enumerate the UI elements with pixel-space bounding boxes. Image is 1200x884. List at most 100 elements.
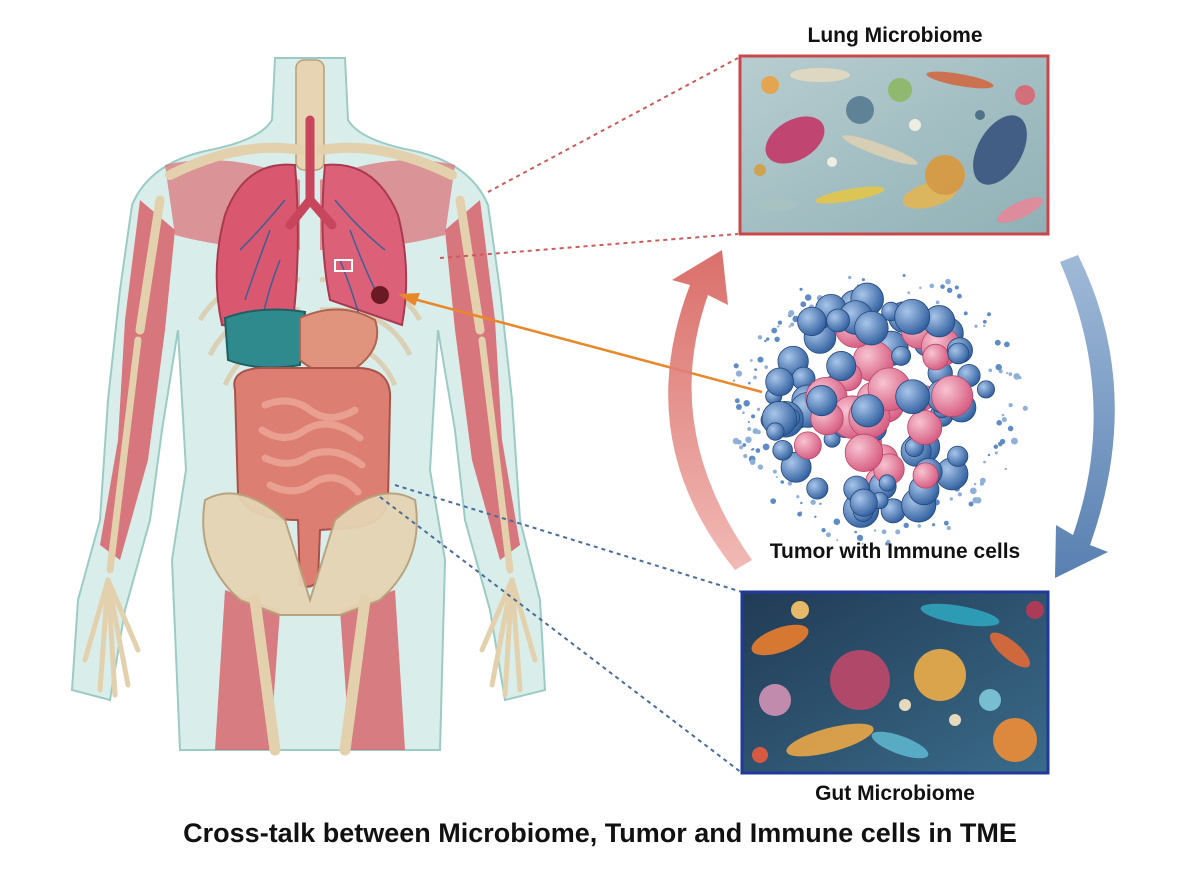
immune-cell <box>765 367 794 397</box>
right-humerus <box>455 195 485 335</box>
halo-particle <box>788 310 795 317</box>
clavicle-left <box>165 142 305 180</box>
lung-tumor-spot <box>371 286 389 304</box>
halo-particle <box>957 492 963 497</box>
halo-particle <box>1010 437 1018 445</box>
halo-particle <box>810 499 816 505</box>
halo-particle <box>1006 372 1009 375</box>
halo-particle <box>993 444 999 449</box>
tumor-to-lung-arrow <box>398 293 763 394</box>
halo-particle <box>749 459 756 466</box>
halo-particle <box>856 534 864 542</box>
halo-particle <box>946 525 951 531</box>
immune-cell <box>806 477 829 500</box>
halo-particle <box>774 336 780 343</box>
halo-particle <box>771 327 778 334</box>
halo-particle <box>804 294 812 301</box>
lung-microbiome-image <box>738 54 1050 236</box>
halo-particle <box>743 400 750 407</box>
halo-particle <box>752 428 759 435</box>
halo-particle <box>1018 376 1022 380</box>
halo-particle <box>995 363 1002 371</box>
halo-particle <box>732 437 740 445</box>
connector-lines <box>379 57 743 774</box>
halo-particle <box>819 502 822 505</box>
halo-particle <box>907 291 911 295</box>
halo-particle <box>979 477 986 484</box>
halo-particle <box>968 501 974 507</box>
halo-particle <box>757 335 763 340</box>
halo-particle <box>777 320 783 325</box>
halo-particle <box>735 403 742 410</box>
halo-particle <box>788 325 791 328</box>
halo-particle <box>917 524 922 528</box>
halo-particle <box>743 453 748 459</box>
halo-particle <box>972 497 979 504</box>
halo-particle <box>799 287 803 291</box>
halo-particle <box>762 443 770 451</box>
halo-particle <box>825 532 831 538</box>
halo-particle <box>750 448 754 451</box>
right-forearm <box>478 336 514 574</box>
small-intestine <box>258 397 366 496</box>
halo-particle <box>747 421 750 424</box>
halo-particle <box>756 407 761 411</box>
halo-particle <box>775 476 778 479</box>
immune-cell <box>826 308 850 333</box>
immune-cell <box>947 342 970 365</box>
halo-particle <box>777 325 780 328</box>
blue-cycle-arrow <box>1055 255 1115 578</box>
clavicle-right <box>317 142 457 180</box>
halo-particle <box>983 460 986 464</box>
immune-cell <box>851 394 885 428</box>
halo-particle <box>873 529 877 532</box>
halo-particle <box>800 501 803 505</box>
left-hand <box>82 577 141 698</box>
halo-particle <box>987 312 991 317</box>
halo-particle <box>814 515 817 518</box>
halo-particle <box>963 311 968 316</box>
gut-microbiome-label: Gut Microbiome <box>815 782 975 805</box>
halo-particle <box>1001 417 1007 423</box>
halo-particle <box>1022 405 1028 411</box>
lung-microbiome-label: Lung Microbiome <box>807 24 983 47</box>
halo-particle <box>973 482 977 486</box>
immune-cell <box>891 346 912 366</box>
halo-particle <box>848 275 852 280</box>
halo-particle <box>988 368 993 373</box>
halo-particle <box>797 511 802 517</box>
immune-cell <box>826 351 857 382</box>
gut-frame <box>740 590 1050 775</box>
right-femur <box>339 594 371 756</box>
halo-particle <box>751 414 756 419</box>
halo-particle <box>919 286 922 290</box>
halo-particle <box>754 368 758 371</box>
halo-particle <box>739 445 744 450</box>
halo-particle <box>748 381 751 385</box>
halo-particle <box>987 453 991 457</box>
halo-particle <box>821 527 826 533</box>
figure-caption: Cross-talk between Microbiome, Tumor and… <box>183 818 1017 848</box>
gut-microbiome-image <box>740 590 1050 775</box>
halo-particle <box>1004 467 1007 471</box>
halo-particle <box>1008 402 1013 408</box>
tumor-cell <box>931 375 974 418</box>
halo-particle <box>757 464 764 470</box>
halo-particle <box>780 480 785 484</box>
halo-particle <box>1007 425 1014 432</box>
lung-sample-marker <box>334 259 353 272</box>
halo-particle <box>765 337 770 341</box>
tumor-label: Tumor with Immune cells <box>769 540 1021 563</box>
lung-connector-top <box>487 57 739 193</box>
lung-connector-bottom <box>439 233 739 259</box>
halo-particle <box>735 370 743 377</box>
halo-particle <box>998 441 1002 446</box>
halo-particle <box>732 379 736 382</box>
halo-particle <box>996 420 1002 426</box>
halo-particle <box>946 287 953 293</box>
halo-particle <box>994 451 998 455</box>
immune-cell <box>849 488 878 517</box>
halo-particle <box>895 529 901 535</box>
halo-particle <box>833 518 841 525</box>
